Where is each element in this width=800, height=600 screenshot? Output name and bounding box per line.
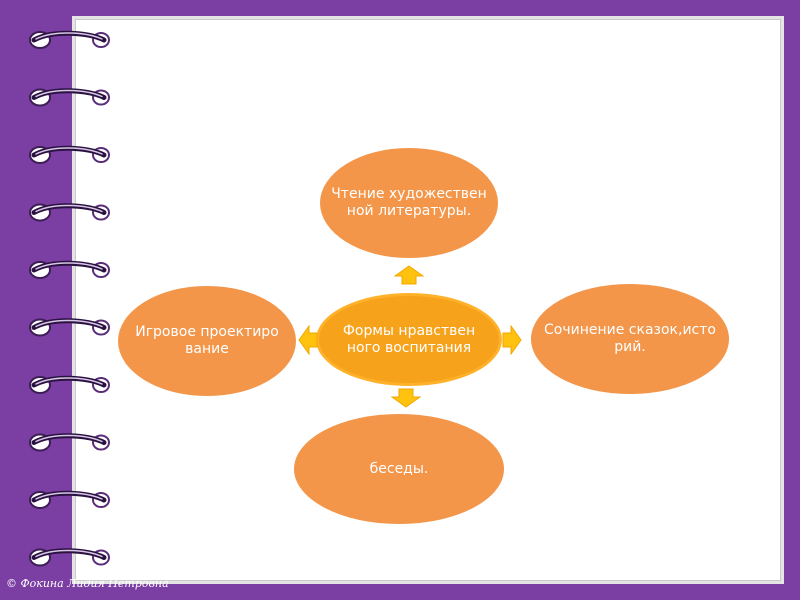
node-composition: Сочинение сказок,историй. (531, 284, 729, 394)
node-composition-label: Сочинение сказок,историй. (544, 322, 716, 355)
node-reading-label: Чтение художественной литературы. (331, 186, 487, 219)
arrow-right-icon (502, 325, 522, 355)
node-conversations: беседы. (294, 414, 504, 524)
arrow-left-icon (298, 325, 318, 355)
node-conversations-label: беседы. (369, 460, 429, 477)
copyright-watermark: © Фокина Лидия Петровна (6, 577, 169, 590)
node-game-design-label: Игровое проектирование (135, 324, 279, 357)
arrow-down-icon (391, 388, 421, 408)
node-reading: Чтение художественной литературы. (320, 148, 498, 258)
arrow-up-icon (394, 265, 424, 285)
node-center-label: Формы нравственного воспитания (342, 322, 476, 356)
node-center-forms: Формы нравственного воспитания (319, 296, 499, 383)
node-game-design: Игровое проектирование (118, 286, 296, 396)
